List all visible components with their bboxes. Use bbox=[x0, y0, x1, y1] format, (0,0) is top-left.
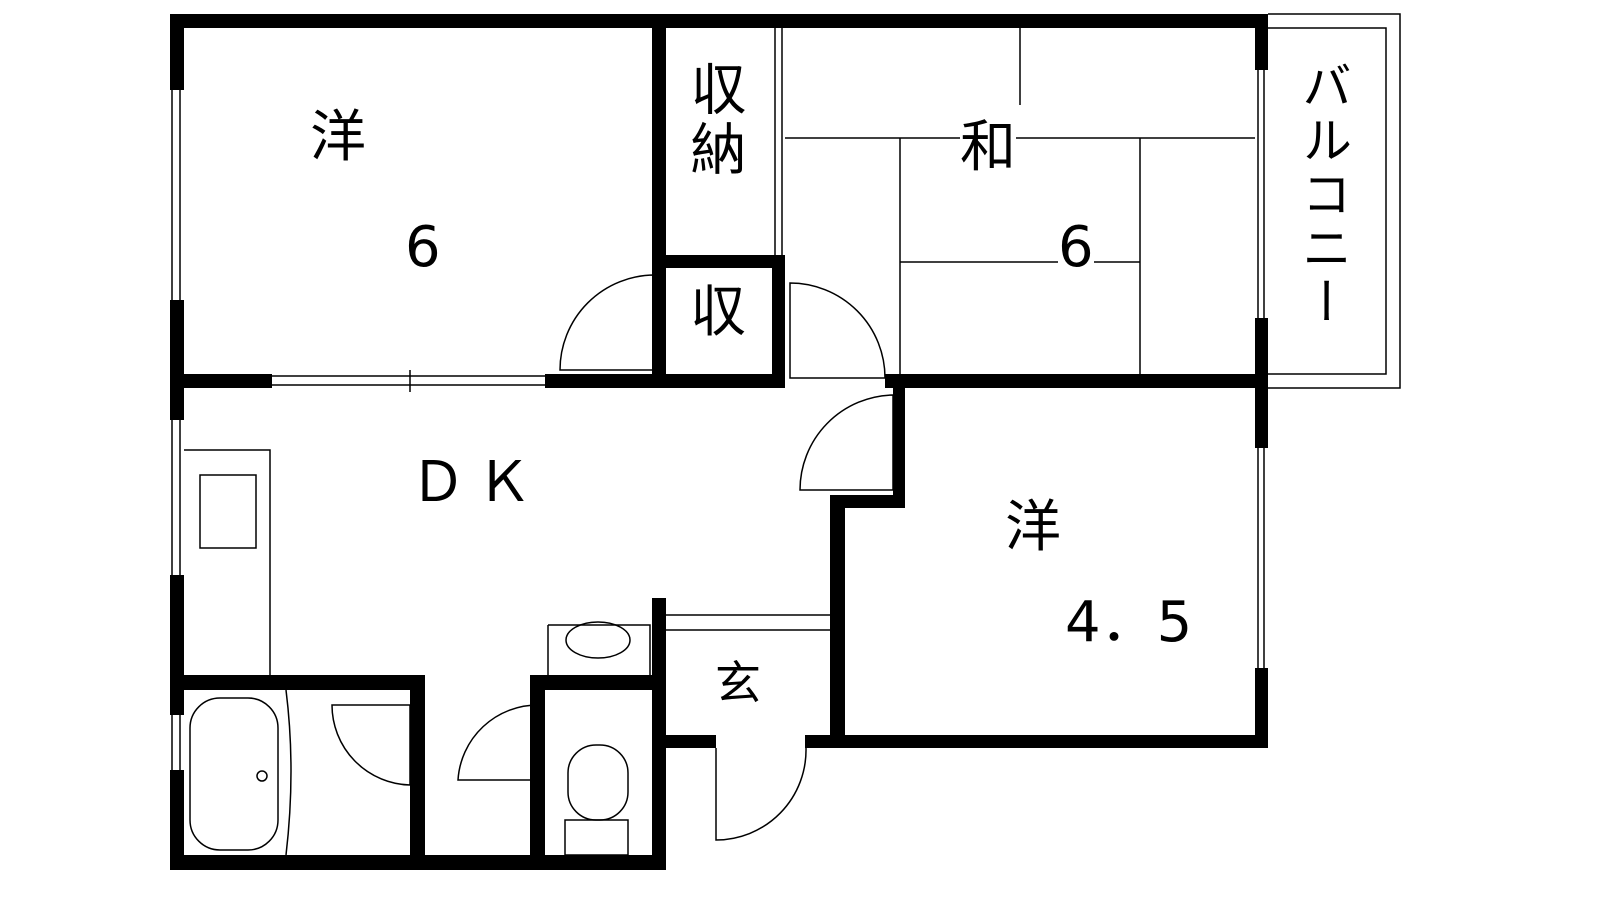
dk-label: ＤＫ bbox=[410, 450, 542, 515]
entrance-label: 玄 bbox=[715, 656, 761, 710]
room-western-1-size: 6 bbox=[405, 215, 441, 280]
storage-small-label: 収 bbox=[690, 280, 746, 345]
storage-large-label: 収納 bbox=[681, 60, 746, 180]
room-western-1-type: 洋 bbox=[310, 105, 366, 170]
room-japanese-type: 和 bbox=[960, 115, 1016, 180]
room-western-2-type: 洋 bbox=[1005, 495, 1061, 560]
room-japanese-size: 6 bbox=[1058, 215, 1094, 280]
room-western-2-size: 4．5 bbox=[1065, 590, 1193, 655]
thin-lines bbox=[171, 13, 1401, 856]
walls bbox=[170, 14, 1268, 870]
balcony-label: バルコニー bbox=[1294, 60, 1352, 330]
